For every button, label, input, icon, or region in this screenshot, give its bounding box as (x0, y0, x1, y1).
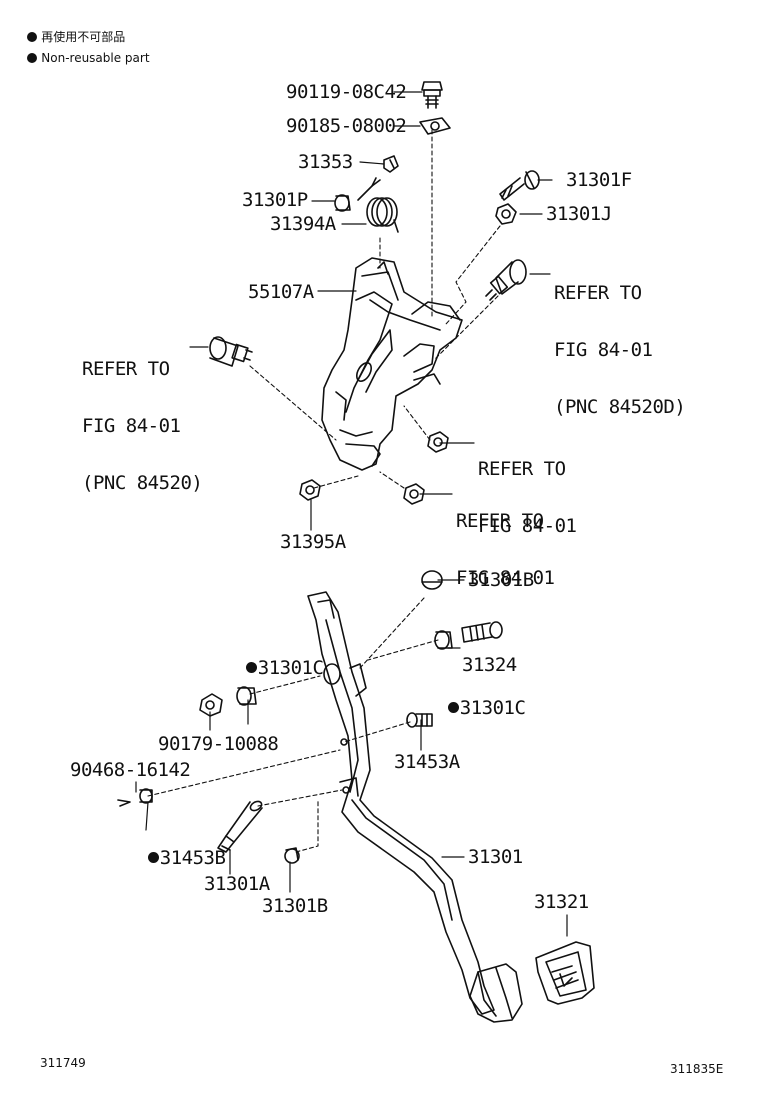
brake-pedal-arm-31301 (307, 591, 523, 1023)
label-31353[interactable]: 31353 (298, 151, 353, 173)
legend-japanese-text: 再使用不可部品 (41, 30, 126, 44)
label-31301C-left-text: 31301C (257, 657, 324, 679)
bolt-31453A-icon (406, 712, 433, 728)
legend-english-text: Non-reusable part (41, 51, 150, 65)
label-31453A[interactable]: 31453A (394, 751, 460, 773)
nut-31395A-icon (299, 479, 321, 501)
bushing-31301C-right-icon (434, 630, 453, 650)
footer-left-code: 311749 (40, 1056, 86, 1070)
label-31301F[interactable]: 31301F (566, 169, 632, 191)
label-31301P[interactable]: 31301P (242, 189, 308, 211)
label-31301[interactable]: 31301 (468, 846, 523, 868)
clip-pin-90468-icon (117, 799, 131, 807)
push-rod-31301A-icon (217, 800, 263, 853)
label-31301B-top[interactable]: 31301B (468, 569, 534, 591)
refer-line: FIG 84-01 (554, 339, 653, 361)
label-31453B[interactable]: 31453B (104, 828, 226, 888)
clip-31301B-bottom-icon (284, 847, 300, 864)
pedal-pad-31321-icon (535, 941, 595, 1005)
label-31324[interactable]: 31324 (462, 654, 517, 676)
legend-japanese: 再使用不可部品 (12, 16, 125, 58)
refer-line: REFER TO (554, 282, 642, 304)
clip-nut-90185-icon (419, 117, 451, 135)
non-reusable-dot-icon (245, 662, 257, 673)
bolt-90119-icon (421, 81, 443, 109)
bullet-dot-icon (27, 53, 38, 63)
bushing-31453B-icon (139, 788, 153, 804)
refer-line: FIG 84-01 (478, 515, 577, 537)
refer-line: FIG 84-01 (456, 567, 555, 589)
nut-90179-icon (199, 693, 223, 717)
refer-line: REFER TO (456, 510, 544, 532)
label-31301C-right[interactable]: 31301C (404, 678, 526, 738)
refer-line: (PNC 84520) (82, 472, 203, 494)
label-90185[interactable]: 90185-08002 (286, 115, 407, 137)
refer-line: REFER TO (478, 458, 566, 480)
stop-lamp-switch-right-icon (485, 259, 527, 301)
refer-left[interactable]: REFER TO FIG 84-01 (PNC 84520) (82, 322, 203, 531)
label-90179[interactable]: 90179-10088 (158, 733, 279, 755)
nut-bracket-upper-icon (427, 431, 449, 453)
stop-lamp-switch-left-icon (209, 336, 253, 367)
refer-line: (PNC 84520D) (554, 396, 686, 418)
label-31321[interactable]: 31321 (534, 891, 589, 913)
refer-nut-lower[interactable]: REFER TO FIG 84-01 (456, 474, 555, 626)
label-31301J[interactable]: 31301J (546, 203, 612, 225)
label-31453B-text: 31453B (159, 847, 226, 869)
non-reusable-dot-icon (147, 852, 159, 863)
bushing-31301P-icon (334, 194, 351, 212)
bullet-dot-icon (27, 32, 38, 42)
label-31301A[interactable]: 31301A (204, 873, 270, 895)
footer-right-code: 311835E (670, 1062, 724, 1076)
label-31301C-right-text: 31301C (459, 697, 526, 719)
bushing-31301C-left-icon (236, 686, 257, 706)
clip-31353-icon (383, 155, 399, 173)
label-90468[interactable]: 90468-16142 (70, 759, 191, 781)
nut-31301J-icon (495, 203, 517, 225)
cap-31301B-top-icon (421, 570, 443, 590)
spring-31394A-icon (357, 177, 399, 233)
bolt-31324-icon (461, 621, 503, 643)
legend-english: Non-reusable part (12, 37, 150, 79)
nut-bracket-lower-icon (403, 483, 425, 505)
bolt-31301F-icon (499, 170, 540, 201)
refer-right-top[interactable]: REFER TO FIG 84-01 (PNC 84520D) (554, 246, 686, 455)
refer-line: REFER TO (82, 358, 170, 380)
assembly-dashed-lines (147, 129, 501, 853)
label-55107A[interactable]: 55107A (248, 281, 314, 303)
pedal-support-bracket-55107A (321, 257, 463, 471)
refer-line: FIG 84-01 (82, 415, 181, 437)
label-31301B-bottom[interactable]: 31301B (262, 895, 328, 917)
refer-nut-upper[interactable]: REFER TO FIG 84-01 (478, 422, 577, 574)
label-31394A[interactable]: 31394A (270, 213, 336, 235)
leader-lines (135, 91, 568, 937)
label-31301C-left[interactable]: 31301C (202, 638, 324, 698)
non-reusable-dot-icon (447, 702, 459, 713)
label-31395A[interactable]: 31395A (280, 531, 346, 553)
label-90119[interactable]: 90119-08C42 (286, 81, 407, 103)
